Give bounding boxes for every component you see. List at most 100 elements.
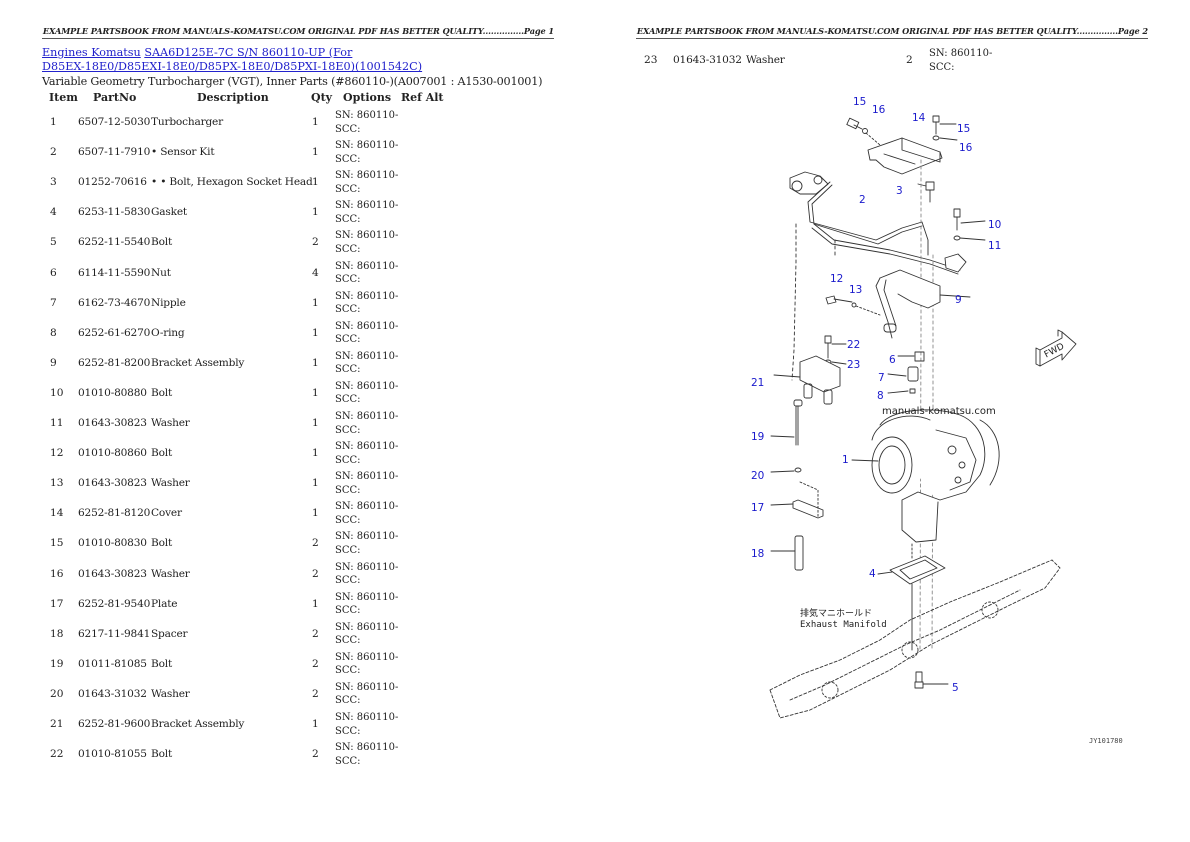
cell-description: Bracket Assembly: [151, 718, 245, 730]
callout-number: 14: [912, 112, 926, 124]
cell-item: 3: [50, 176, 57, 189]
cell-qty: 2: [312, 627, 319, 640]
callout-number: 17: [751, 502, 765, 514]
cell-options: SN: 860110- SCC:: [335, 110, 399, 135]
cell-item: 14: [50, 507, 64, 520]
cell-qty: 2: [312, 687, 319, 700]
page-subtitle: Variable Geometry Turbocharger (VGT), In…: [42, 74, 543, 88]
manifold-label-en: Exhaust Manifold: [800, 620, 887, 630]
cell-qty: 1: [312, 296, 319, 309]
cell-item: 13: [50, 477, 64, 490]
cell-qty: 1: [312, 597, 319, 610]
cell-partno: 6252-81-8120: [78, 507, 151, 520]
callout-number: 8: [877, 390, 884, 402]
callout-number: 20: [751, 470, 765, 482]
cell-options: SN: 860110- SCC:: [335, 230, 399, 255]
cell-description: Washer: [151, 417, 190, 429]
cell-description: Washer: [746, 54, 785, 66]
cell-partno: 01010-81055: [78, 748, 147, 761]
cell-description: Bolt: [151, 537, 173, 550]
cell-partno: 6507-11-7910: [78, 146, 151, 159]
callout-number: 22: [847, 339, 861, 351]
cell-partno: 6252-81-9600: [78, 718, 151, 730]
cell-qty: 2: [312, 657, 319, 670]
callout-number: 21: [751, 377, 765, 389]
column-header-qty: Qty: [311, 91, 333, 104]
breadcrumb-link-engines-komatsu[interactable]: Engines Komatsu: [42, 46, 141, 59]
cell-options: SN: 860110- SCC:: [335, 290, 399, 316]
cell-item: 16: [50, 567, 64, 580]
callout-number: 3: [896, 185, 903, 197]
callout-number: 6: [889, 354, 896, 366]
callout-number: 16: [872, 104, 886, 116]
cell-item: 9: [50, 356, 57, 369]
column-header-item: Item: [49, 91, 78, 104]
cell-options: SN: 860110- SCC:: [335, 140, 399, 165]
cell-partno: 01643-31032: [673, 54, 742, 66]
cell-options: SN: 860110- SCC:: [335, 742, 399, 767]
cell-partno: 6252-61-6270: [78, 326, 151, 339]
cell-partno: 6507-12-5030: [78, 116, 151, 128]
cell-partno: 01010-80830: [78, 537, 147, 550]
cell-item: 19: [50, 657, 64, 670]
callout-number: 15: [853, 96, 867, 108]
cell-partno: 6162-73-4670: [78, 296, 151, 309]
callout-number: 7: [878, 372, 885, 384]
column-header-description: Description: [197, 91, 269, 104]
cell-item: 22: [50, 748, 64, 761]
cell-partno: 01010-80880: [78, 386, 147, 399]
cell-qty: 1: [312, 386, 319, 399]
cell-partno: 6253-11-5830: [78, 206, 151, 219]
cell-partno: 01643-30823: [78, 417, 147, 429]
breadcrumb: Engines Komatsu SAA6D125E-7C S/N 860110-…: [42, 46, 562, 89]
breadcrumb-link-model[interactable]: SAA6D125E-7C S/N 860110-UP (For: [144, 46, 353, 59]
cell-partno: 01643-30823: [78, 567, 147, 580]
page-header: EXAMPLE PARTSBOOK FROM MANUALS-KOMATSU.C…: [636, 26, 1148, 39]
cell-qty: 1: [312, 146, 319, 159]
page-header: EXAMPLE PARTSBOOK FROM MANUALS-KOMATSU.C…: [42, 26, 554, 39]
cell-options: SN: 860110- SCC:: [335, 651, 399, 677]
cell-description: Bolt: [151, 386, 173, 399]
cell-qty: 2: [312, 236, 319, 249]
cell-item: 20: [50, 687, 64, 700]
cell-options: SN: 860110- SCC:: [335, 681, 399, 707]
cell-description: Plate: [151, 597, 178, 610]
cell-item: 21: [50, 718, 64, 730]
cell-item: 23: [644, 54, 658, 66]
cell-qty: 1: [312, 176, 319, 189]
cell-item: 5: [50, 236, 57, 249]
cell-qty: 2: [312, 567, 319, 580]
cell-options: SN: 860110- SCC:: [335, 501, 399, 526]
turbocharger-drawing: [769, 115, 1077, 719]
cell-description: • Sensor Kit: [151, 146, 215, 159]
cell-description: Bolt: [151, 236, 173, 249]
cell-options: SN: 860110- SCC:: [929, 48, 993, 73]
cell-description: Gasket: [151, 206, 187, 219]
cell-options: SN: 860110- SCC:: [335, 200, 399, 225]
cell-qty: 1: [312, 507, 319, 520]
cell-qty: 1: [312, 356, 319, 369]
cell-options: SN: 860110- SCC:: [335, 471, 399, 496]
cell-item: 7: [50, 296, 57, 309]
cell-options: SN: 860110- SCC:: [335, 621, 399, 647]
breadcrumb-link-model-cont[interactable]: D85EX-18E0/D85EXI-18E0/D85PX-18E0/D85PXI…: [42, 60, 423, 74]
cell-options: SN: 860110- SCC:: [335, 561, 399, 587]
cell-description: Washer: [151, 477, 190, 490]
column-header-options: Options: [343, 91, 392, 104]
column-header-partno: PartNo: [93, 91, 137, 104]
cell-qty: 1: [312, 206, 319, 219]
